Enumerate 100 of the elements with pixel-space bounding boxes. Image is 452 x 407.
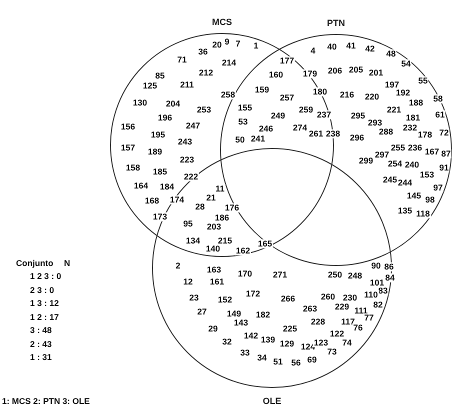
element-number: 71 bbox=[176, 55, 188, 65]
element-number: 153 bbox=[418, 170, 436, 180]
element-number: 176 bbox=[224, 203, 240, 213]
table-row: 1 2 3 : 0 bbox=[30, 271, 62, 281]
element-number: 140 bbox=[204, 244, 222, 254]
table-row: 1 3 : 12 bbox=[30, 298, 59, 308]
element-number: 229 bbox=[334, 302, 350, 312]
table-row: 2 : 43 bbox=[30, 338, 52, 348]
element-number: 72 bbox=[438, 128, 450, 138]
element-number: 215 bbox=[216, 236, 234, 246]
element-number: 196 bbox=[156, 113, 174, 123]
element-number: 130 bbox=[132, 98, 148, 108]
element-number: 61 bbox=[434, 110, 446, 120]
element-number: 77 bbox=[363, 313, 375, 323]
element-number: 155 bbox=[236, 103, 254, 113]
element-number: 203 bbox=[206, 222, 222, 232]
element-number: 158 bbox=[124, 163, 142, 173]
element-number: 40 bbox=[326, 42, 338, 52]
element-number: 73 bbox=[326, 347, 338, 357]
element-number: 34 bbox=[256, 353, 268, 363]
element-number: 211 bbox=[179, 80, 195, 90]
element-number: 195 bbox=[150, 130, 166, 140]
element-number: 221 bbox=[386, 105, 402, 115]
element-number: 58 bbox=[432, 94, 444, 104]
element-number: 243 bbox=[176, 137, 194, 147]
element-number: 118 bbox=[415, 209, 431, 219]
element-number: 225 bbox=[282, 324, 298, 334]
element-number: 220 bbox=[364, 92, 380, 102]
element-number: 172 bbox=[244, 289, 262, 299]
element-number: 168 bbox=[144, 196, 160, 206]
element-number: 82 bbox=[372, 300, 384, 310]
element-number: 1 bbox=[252, 41, 260, 51]
element-number: 189 bbox=[146, 147, 164, 157]
table-row: 1 : 31 bbox=[30, 352, 52, 362]
element-number: 86 bbox=[383, 262, 395, 272]
element-number: 296 bbox=[348, 133, 366, 143]
element-number: 293 bbox=[366, 118, 384, 128]
element-number: 21 bbox=[205, 193, 217, 203]
element-number: 129 bbox=[278, 339, 296, 349]
element-number: 54 bbox=[400, 59, 412, 69]
element-number: 174 bbox=[168, 195, 186, 205]
element-number: 29 bbox=[207, 324, 219, 334]
element-number: 192 bbox=[394, 88, 412, 98]
set-title: MCS bbox=[212, 17, 232, 27]
element-number: 2 bbox=[174, 261, 182, 271]
element-number: 110 bbox=[363, 290, 379, 300]
element-number: 266 bbox=[280, 294, 296, 304]
element-number: 236 bbox=[406, 143, 424, 153]
element-number: 184 bbox=[158, 182, 176, 192]
element-number: 87 bbox=[440, 149, 452, 159]
element-number: 274 bbox=[292, 123, 308, 133]
element-number: 295 bbox=[350, 111, 366, 121]
element-number: 91 bbox=[438, 163, 450, 173]
element-number: 149 bbox=[226, 309, 242, 319]
set-title: OLE bbox=[262, 396, 282, 406]
table-row: 1 2 : 17 bbox=[30, 312, 59, 322]
element-number: 111 bbox=[353, 306, 369, 316]
element-number: 240 bbox=[404, 160, 420, 170]
element-number: 185 bbox=[152, 167, 168, 177]
element-number: 180 bbox=[312, 87, 328, 97]
element-number: 41 bbox=[345, 41, 357, 51]
element-number: 157 bbox=[120, 143, 136, 153]
element-number: 33 bbox=[239, 348, 251, 358]
element-number: 90 bbox=[370, 261, 382, 271]
element-number: 143 bbox=[232, 318, 250, 328]
element-number: 69 bbox=[306, 355, 318, 365]
element-number: 173 bbox=[152, 212, 168, 222]
element-number: 28 bbox=[194, 202, 206, 212]
element-number: 258 bbox=[220, 90, 236, 100]
element-number: 178 bbox=[416, 130, 434, 140]
element-number: 167 bbox=[424, 147, 440, 157]
element-number: 237 bbox=[316, 110, 332, 120]
element-number: 161 bbox=[208, 277, 226, 287]
table-header: Conjunto bbox=[16, 258, 54, 268]
element-number: 182 bbox=[254, 310, 272, 320]
element-number: 101 bbox=[368, 278, 386, 288]
element-number: 245 bbox=[382, 175, 398, 185]
element-number: 74 bbox=[341, 338, 353, 348]
element-number: 42 bbox=[364, 44, 376, 54]
table-row: 2 3 : 0 bbox=[30, 284, 54, 294]
element-number: 181 bbox=[404, 113, 422, 123]
element-number: 177 bbox=[278, 56, 296, 66]
element-number: 259 bbox=[298, 105, 314, 115]
element-number: 48 bbox=[385, 49, 397, 59]
element-number: 249 bbox=[270, 111, 286, 121]
element-number: 248 bbox=[346, 271, 364, 281]
element-number: 4 bbox=[310, 46, 316, 56]
element-number: 55 bbox=[417, 76, 429, 86]
element-number: 56 bbox=[290, 358, 302, 368]
element-number: 263 bbox=[302, 304, 318, 314]
element-number: 212 bbox=[198, 68, 214, 78]
element-number: 247 bbox=[184, 121, 202, 131]
element-number: 156 bbox=[120, 122, 136, 132]
element-number: 254 bbox=[386, 159, 404, 169]
element-number: 123 bbox=[312, 338, 330, 348]
element-number: 23 bbox=[188, 293, 200, 303]
element-number: 288 bbox=[378, 127, 394, 137]
element-number: 216 bbox=[338, 90, 356, 100]
element-number: 134 bbox=[184, 236, 202, 246]
table-header: N bbox=[64, 258, 70, 268]
